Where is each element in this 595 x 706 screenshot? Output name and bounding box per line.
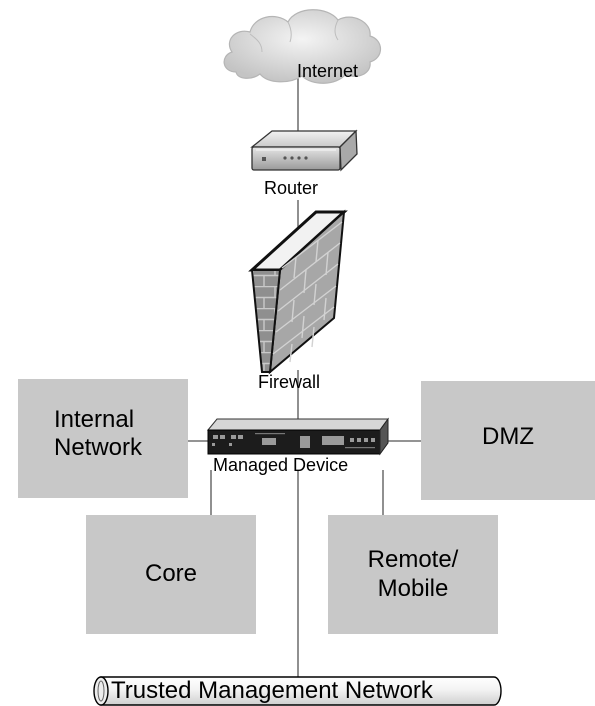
dmz-label: DMZ — [482, 422, 534, 450]
pipe-icon — [93, 676, 502, 706]
firewall-label: Firewall — [258, 372, 321, 392]
dmz-box[interactable] — [421, 381, 595, 500]
rack-appliance-icon[interactable] — [206, 417, 389, 456]
cloud-icon — [223, 9, 382, 84]
router-label: Router — [264, 178, 319, 198]
internal-network-label: Internal Network — [54, 406, 143, 462]
remote-mobile-box[interactable] — [328, 515, 498, 634]
internet-label: Internet — [297, 61, 359, 81]
core-label: Core — [144, 560, 198, 588]
core-box[interactable] — [86, 515, 256, 634]
remote-mobile-label: Remote/ Mobile — [367, 546, 459, 602]
router-icon — [250, 129, 358, 172]
trusted-management-network-label: Trusted Management Network — [111, 677, 433, 704]
connection-lines — [188, 68, 421, 678]
internal-network-box[interactable] — [18, 379, 188, 498]
managed-device-label: Managed Device — [213, 455, 349, 475]
brick-wall-icon — [248, 209, 348, 375]
